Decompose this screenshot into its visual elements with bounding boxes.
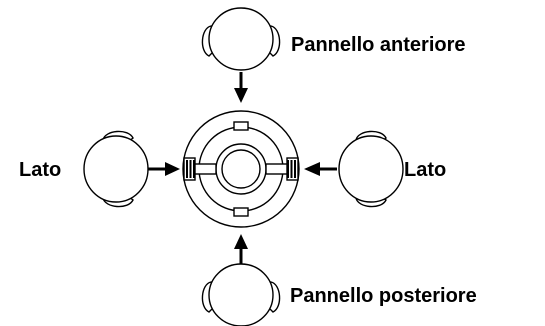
label-right: Lato [404,159,446,181]
head-back [201,263,281,326]
device-tab-bottom [233,207,249,217]
central-device [182,110,300,228]
arrow-left [304,162,337,176]
label-front: Pannello anteriore [291,34,466,56]
label-left: Lato [19,159,61,181]
device-block-right [286,157,299,181]
arrow-down [234,72,248,103]
head-right [338,130,404,208]
head-front-face [208,7,274,71]
head-right-face [338,135,404,203]
device-bar-right [265,163,289,175]
arrow-right [148,162,180,176]
device-tab-top [233,121,249,131]
device-block-left [183,157,196,181]
head-left [83,130,149,208]
arrow-up [234,234,248,265]
device-core-inner [221,149,261,189]
device-bar-left [193,163,217,175]
head-front [201,7,281,71]
label-back: Pannello posteriore [290,285,477,307]
head-left-face [83,135,149,203]
head-back-face [208,263,274,326]
